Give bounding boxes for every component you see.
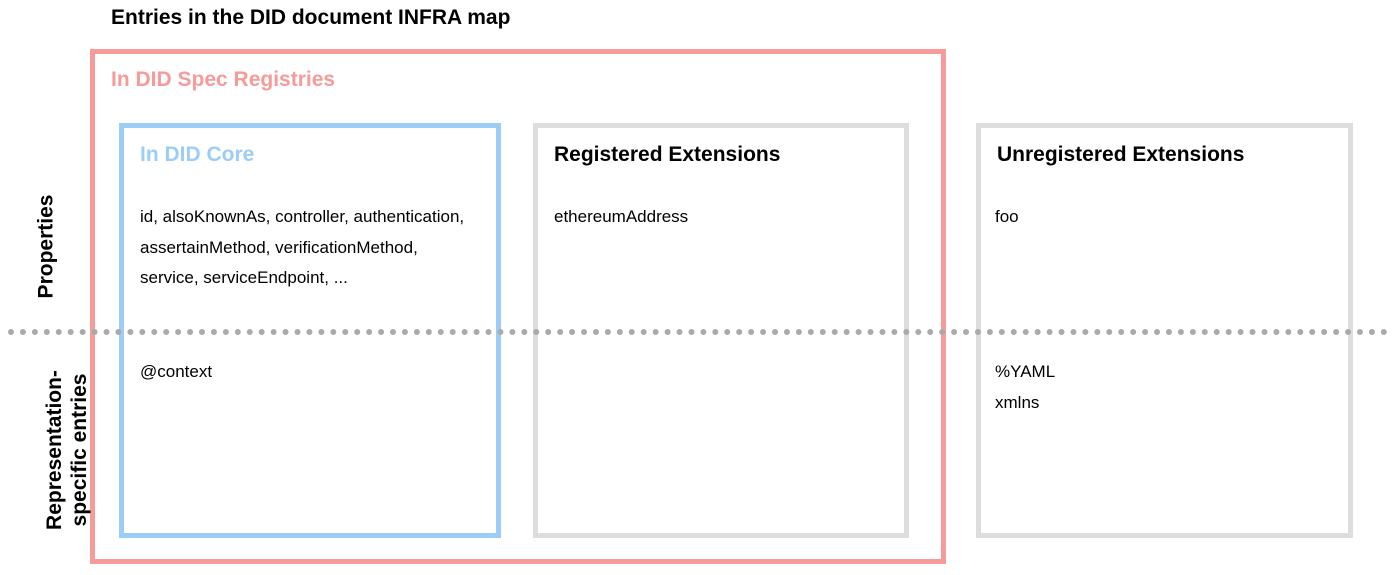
- unregistered-representation-entry: %YAML: [995, 362, 1056, 381]
- core-property-line: id, alsoKnownAs, controller, authenticat…: [140, 207, 465, 226]
- unregistered-properties-list: foo: [995, 202, 1019, 233]
- did-spec-registries-box: [90, 49, 946, 564]
- properties-row-label: Properties: [34, 194, 58, 299]
- representation-row-label: Representation- specific entries: [42, 360, 92, 540]
- representation-row-label-line: Representation-: [43, 370, 66, 530]
- unregistered-representation-entry: xmlns: [995, 392, 1040, 412]
- registered-extensions-label: Registered Extensions: [554, 143, 781, 166]
- core-property-line: assertainMethod, verificationMethod,: [140, 237, 418, 257]
- diagram-title: Entries in the DID document INFRA map: [111, 6, 511, 29]
- row-divider: [8, 329, 1388, 335]
- core-property-line: service, serviceEndpoint, ...: [140, 268, 348, 287]
- registered-properties-list: ethereumAddress: [554, 202, 688, 233]
- core-representation-list: @context: [140, 357, 212, 388]
- representation-row-label-line: specific entries: [68, 373, 91, 527]
- unregistered-property-entry: foo: [995, 207, 1019, 226]
- core-properties-list: id, alsoKnownAs, controller, authenticat…: [140, 202, 464, 294]
- did-core-label: In DID Core: [140, 143, 255, 166]
- core-representation-entry: @context: [140, 362, 213, 381]
- did-spec-registries-label: In DID Spec Registries: [111, 68, 336, 91]
- unregistered-extensions-label: Unregistered Extensions: [997, 143, 1245, 166]
- unregistered-representation-list: %YAML xmlns: [995, 357, 1055, 418]
- registered-property-entry: ethereumAddress: [554, 207, 689, 226]
